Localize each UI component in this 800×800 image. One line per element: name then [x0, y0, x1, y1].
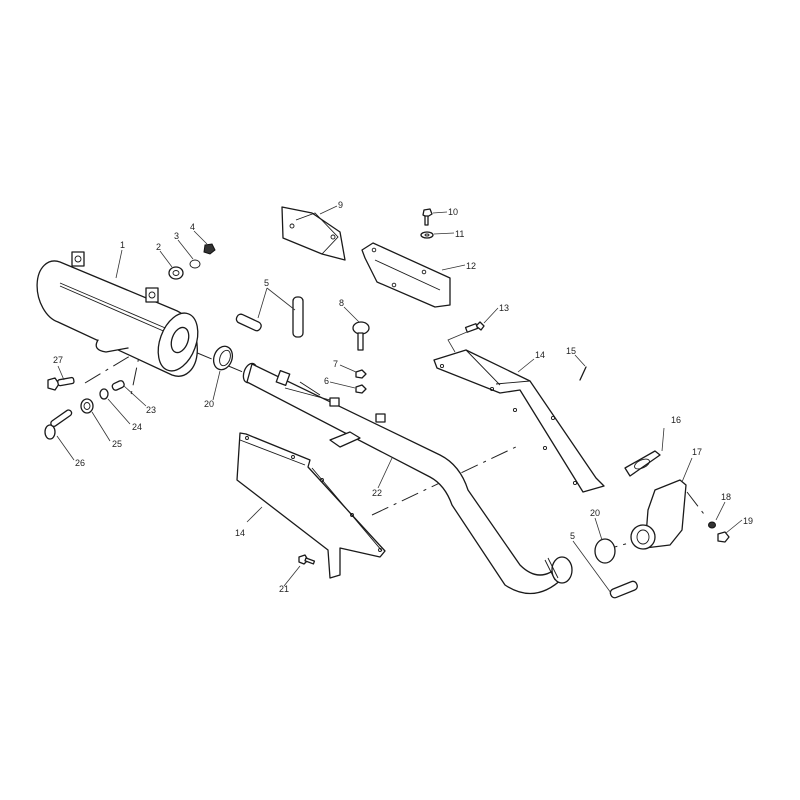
part-nut-19 — [717, 519, 743, 543]
part-bracket-9 — [281, 205, 346, 261]
part-nut-4 — [193, 230, 216, 255]
part-heat-shield-14-lower — [236, 432, 386, 579]
part-bolt-27 — [47, 365, 75, 391]
callout-24: 24 — [132, 422, 142, 432]
part-nut-7 — [339, 364, 367, 379]
callout-1: 1 — [120, 240, 125, 250]
part-nut-6 — [329, 381, 367, 394]
part-spring-5-lower — [572, 540, 638, 599]
callout-10: 10 — [448, 207, 458, 217]
callout-26: 26 — [75, 458, 85, 468]
callout-14-lower: 14 — [235, 528, 245, 538]
part-bolt-10 — [422, 208, 448, 226]
part-washer-11 — [420, 231, 455, 239]
callout-4: 4 — [190, 222, 195, 232]
callout-15: 15 — [566, 346, 576, 356]
part-springs-5 — [235, 287, 304, 338]
part-bolt-8 — [343, 306, 370, 351]
callout-22: 22 — [372, 488, 382, 498]
callout-19: 19 — [743, 516, 753, 526]
part-screw-15 — [574, 354, 587, 381]
callout-8: 8 — [339, 298, 344, 308]
part-grommet-2 — [159, 250, 184, 280]
part-bracket-12 — [361, 242, 466, 308]
callout-5-upper: 5 — [264, 278, 269, 288]
part-washer-3 — [177, 239, 201, 269]
callout-14-upper: 14 — [535, 350, 545, 360]
callout-7: 7 — [333, 359, 338, 369]
part-elbow-17 — [630, 457, 693, 550]
part-exhaust-pipe-22 — [242, 362, 573, 595]
part-seal-20-lower — [594, 517, 616, 564]
callout-12: 12 — [466, 261, 476, 271]
callout-3: 3 — [174, 231, 179, 241]
part-bolt-13 — [447, 307, 499, 353]
part-bolt-26 — [44, 409, 75, 461]
part-seal-20-upper — [212, 345, 234, 401]
callout-13: 13 — [499, 303, 509, 313]
callout-9: 9 — [338, 200, 343, 210]
part-spacer-23 — [111, 380, 147, 407]
callout-5-lower: 5 — [570, 531, 575, 541]
callout-17: 17 — [692, 447, 702, 457]
callout-18: 18 — [721, 492, 731, 502]
part-heat-shield-14-upper — [433, 349, 605, 493]
callout-21: 21 — [279, 584, 289, 594]
part-muffler — [36, 249, 199, 377]
callout-23: 23 — [146, 405, 156, 415]
callout-25: 25 — [112, 439, 122, 449]
callout-20-lower: 20 — [590, 508, 600, 518]
callout-11: 11 — [455, 229, 464, 239]
callout-2: 2 — [156, 242, 161, 252]
callout-6: 6 — [324, 376, 329, 386]
part-bolt-21 — [283, 554, 316, 587]
part-grommet-25 — [80, 398, 111, 442]
part-oring-24 — [99, 388, 131, 425]
part-washer-18 — [708, 501, 726, 529]
callout-16: 16 — [671, 415, 681, 425]
callout-20-upper: 20 — [204, 399, 214, 409]
callout-27: 27 — [53, 355, 63, 365]
callout-labels: 1 2 3 4 5 6 7 8 9 10 11 12 13 14 15 16 1… — [53, 200, 753, 594]
part-gasket-16 — [624, 427, 665, 477]
